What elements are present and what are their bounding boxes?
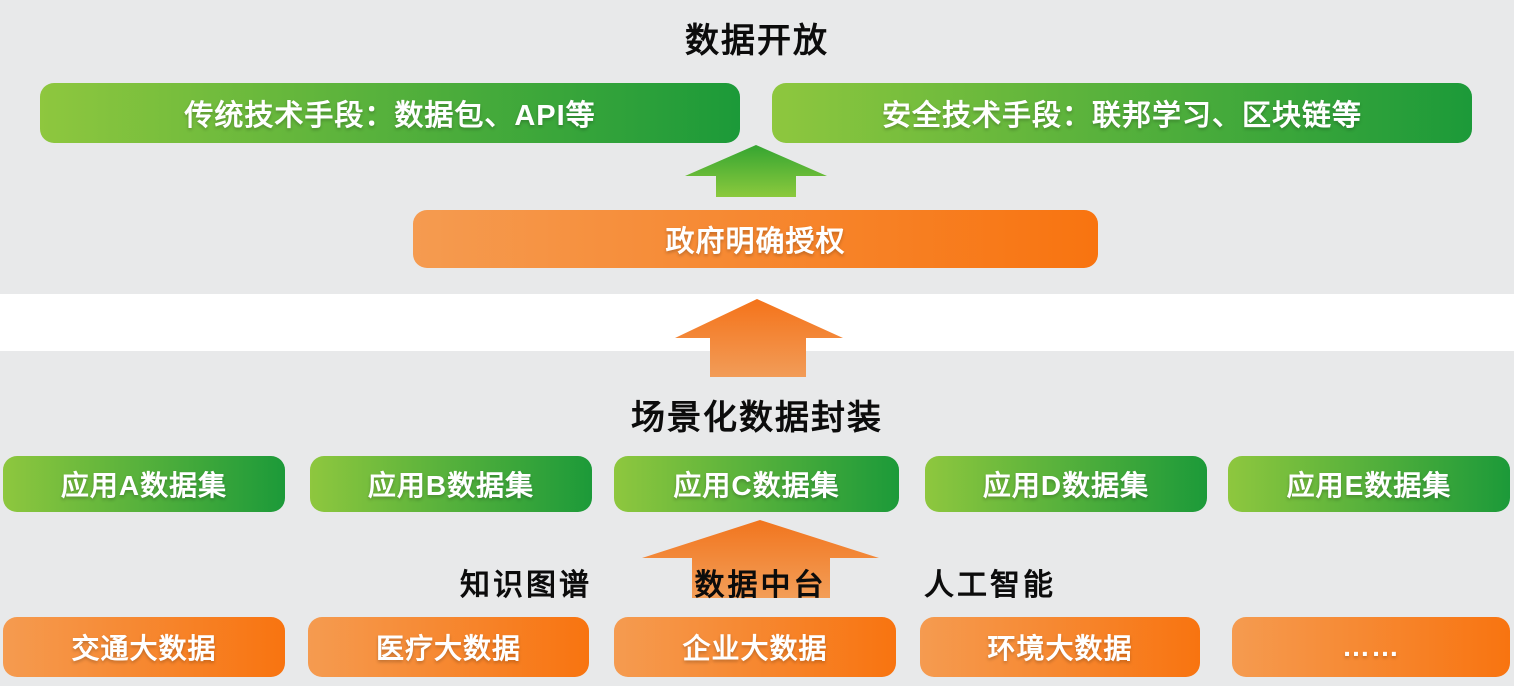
box-secure-tech: 安全技术手段：联邦学习、区块链等 [772, 83, 1472, 143]
box-dataset-c-label: 应用C数据集 [673, 470, 840, 501]
box-dataset-b: 应用B数据集 [310, 456, 592, 512]
orange-up-arrow-platform-icon [642, 520, 879, 598]
label-artificial-intelligence: 人工智能 [924, 569, 1056, 602]
box-traffic-bigdata: 交通大数据 [3, 617, 285, 677]
box-dataset-e-label: 应用E数据集 [1286, 470, 1452, 501]
box-dataset-c: 应用C数据集 [614, 456, 899, 512]
box-secure-tech-label: 安全技术手段：联邦学习、区块链等 [881, 100, 1362, 132]
box-medical-bigdata-label: 医疗大数据 [375, 633, 521, 664]
section-title-scenario-packaging: 场景化数据封装 [631, 399, 883, 437]
box-dataset-d: 应用D数据集 [925, 456, 1207, 512]
green-up-arrow-icon [685, 145, 827, 197]
box-medical-bigdata: 医疗大数据 [308, 617, 589, 677]
box-environment-bigdata-label: 环境大数据 [987, 633, 1133, 664]
box-more-bigdata-label: …… [1342, 631, 1400, 662]
box-dataset-e: 应用E数据集 [1228, 456, 1510, 512]
box-enterprise-bigdata: 企业大数据 [614, 617, 896, 677]
box-traffic-bigdata-label: 交通大数据 [71, 633, 217, 664]
box-dataset-a-label: 应用A数据集 [60, 470, 228, 501]
label-knowledge-graph: 知识图谱 [460, 569, 592, 602]
section-title-data-opening: 数据开放 [685, 22, 829, 60]
orange-up-arrow-icon [675, 299, 843, 377]
box-traditional-tech: 传统技术手段：数据包、API等 [40, 83, 740, 143]
box-enterprise-bigdata-label: 企业大数据 [682, 633, 828, 664]
label-data-middle-platform: 数据中台 [694, 569, 827, 602]
box-government-authorization-label: 政府明确授权 [665, 226, 846, 258]
box-dataset-b-label: 应用B数据集 [367, 470, 535, 501]
box-traditional-tech-label: 传统技术手段：数据包、API等 [184, 100, 596, 132]
box-government-authorization: 政府明确授权 [413, 210, 1098, 268]
box-more-bigdata: …… [1232, 617, 1510, 677]
box-dataset-a: 应用A数据集 [3, 456, 285, 512]
box-dataset-d-label: 应用D数据集 [982, 470, 1150, 501]
box-environment-bigdata: 环境大数据 [920, 617, 1200, 677]
